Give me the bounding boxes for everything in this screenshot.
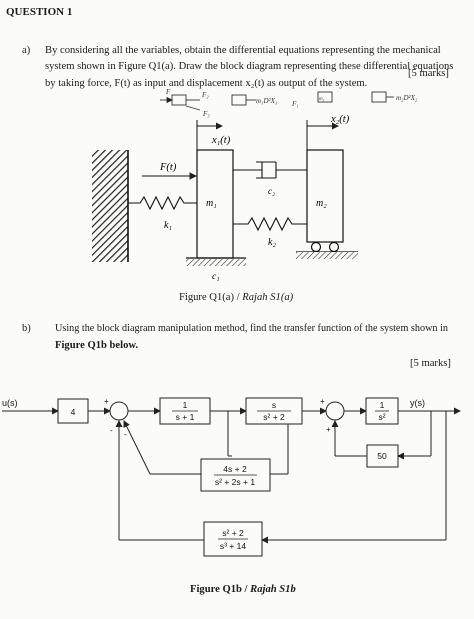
h2-denominator: s³ + 14 [220,541,246,551]
part-a-marks: [5 marks] [408,68,449,79]
handwritten-notes [160,91,394,111]
wheel-right [328,241,340,253]
summing-junction-2 [325,401,345,421]
ground-m1 [186,259,246,266]
figure-q1a-caption-main: Figure Q1(a) / [179,292,243,303]
c1-label: c₁ [212,272,220,282]
gain-4-label: 4 [71,407,76,417]
part-a-line-2: system shown in Figure Q1(a). Draw the b… [45,61,454,72]
g1-denominator: s + 1 [176,412,195,422]
note-m2-box: m₂ [319,97,325,102]
input-label: u(s) [2,398,18,408]
k2-label: k₂ [268,237,276,248]
fixed-wall [92,150,128,262]
part-b-label: b) [22,323,31,334]
figure-q1a-caption-alt: Rajah S1(a) [242,292,294,303]
output-label: y(s) [410,398,425,408]
mechanical-system-figure: F F₂ F₃ m₁D²X₁ F₁ m₂ m₂D²X₂ x₁(t) x₂(t) … [92,88,418,282]
h50-label: 50 [377,451,387,461]
note-f: F [165,88,171,96]
block-gain-4 [57,398,89,424]
mass-m2 [306,149,344,243]
sign-s2-plus-a: + [320,397,325,406]
note-m1: m₁D²X₁ [256,97,277,105]
figure-q1b-caption: Figure Q1b / Rajah S1b [190,584,296,595]
g3-denominator: s² [378,412,385,422]
damper-c2 [233,161,307,179]
part-a-line-3: by taking force, F(t) as input and displ… [45,78,368,89]
summing-junction-1 [109,401,129,421]
g1-numerator: 1 [183,400,188,410]
note-f3: F₃ [202,110,210,118]
m1-label: m₁ [206,198,217,209]
h2-numerator: s² + 2 [222,528,244,538]
x2-label: x₂(t) [330,114,350,125]
h1-numerator: 4s + 2 [223,464,247,474]
g3-numerator: 1 [380,400,385,410]
part-b-line-1: Using the block diagram manipulation met… [55,323,448,334]
sign-s1-minus-b: - [124,430,127,439]
wheel-left [310,241,322,253]
spring-k1 [128,195,197,211]
spring-k2 [233,216,307,232]
note-m2: m₂D²X₂ [396,94,418,102]
ground-m2 [296,252,358,259]
part-b-line-2: Figure Q1b below. [55,340,139,351]
m2-label: m₂ [316,198,327,209]
x1-label: x₁(t) [211,135,231,146]
sign-s1-plus: + [104,397,109,406]
g2-denominator: s² + 2 [263,412,285,422]
part-b-marks: [5 marks] [410,358,451,369]
note-f2: F₂ [201,91,209,99]
block-g2 [245,397,303,425]
figure-q1b-caption-main: Figure Q1b / [190,584,251,595]
part-a-line-1: By considering all the variables, obtain… [45,45,441,56]
h1-denominator: s² + 2s + 1 [215,477,255,487]
block-h50 [366,444,399,468]
figure-q1a-caption: Figure Q1(a) / Rajah S1(a) [179,292,293,303]
g2-numerator: s [272,400,276,410]
c2-label: c₂ [268,186,275,196]
force-label: F(t) [159,162,177,173]
k1-label: k₁ [164,220,172,231]
part-a-label: a) [22,45,31,56]
block-diagram-figure: 4 1 s + 1 s s² + 2 1 s² 50 4s + 2 s² + 2… [2,397,461,557]
note-f1: F₁ [291,100,299,108]
question-title: QUESTION 1 [6,6,73,18]
sign-s1-minus-a: - [110,426,113,435]
sign-s2-plus-b: + [326,425,331,434]
figure-q1b-caption-alt: Rajah S1b [250,584,296,595]
